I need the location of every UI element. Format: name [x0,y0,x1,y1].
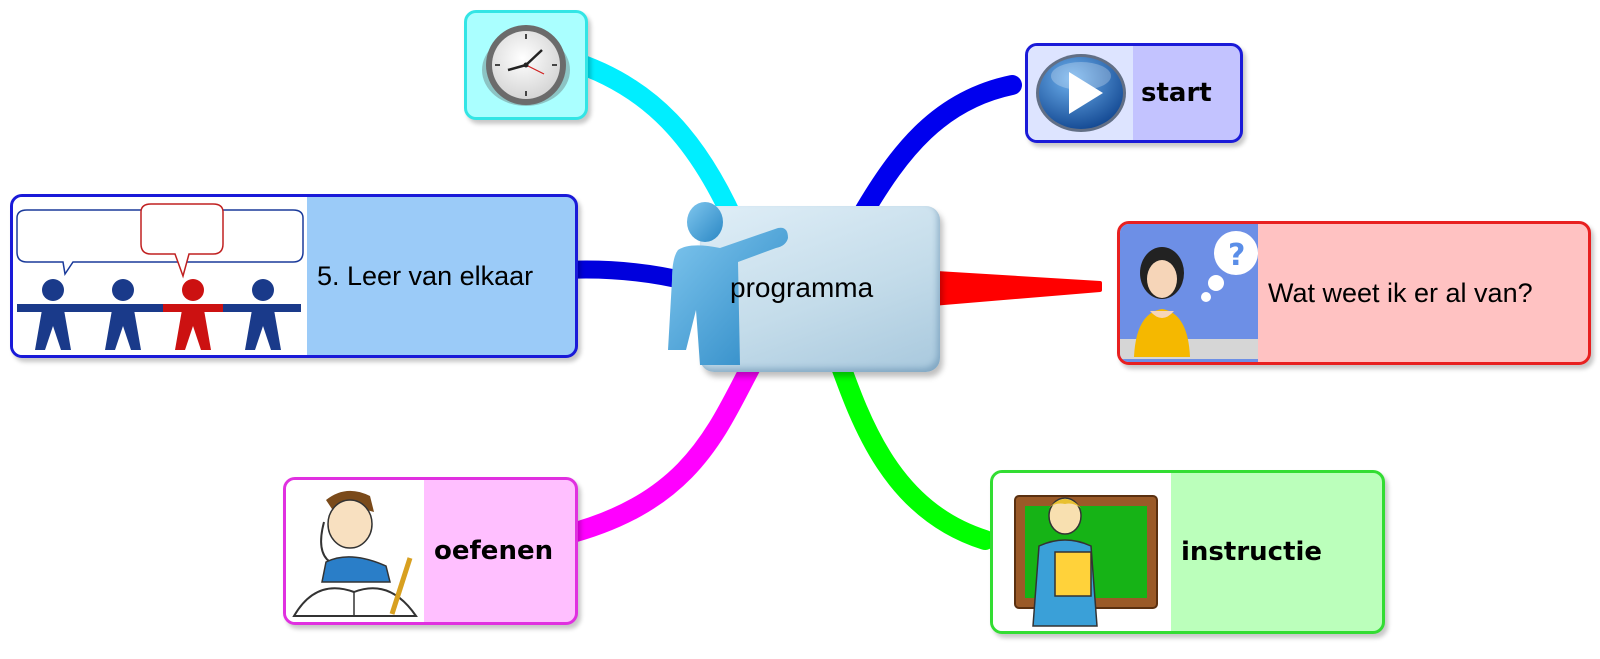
presenter-icon [668,202,788,365]
node-leer[interactable]: 5. Leer van elkaar [10,194,578,358]
branch-start [852,75,1022,225]
node-instructie-label: instructie [1181,537,1323,567]
node-start[interactable]: start [1025,43,1243,143]
branch-oefenen [555,340,770,545]
student-writing-icon [292,490,418,617]
node-leer-label: 5. Leer van elkaar [317,260,534,291]
node-clock[interactable] [464,10,588,120]
node-instructie[interactable]: instructie [990,470,1385,634]
central-topic-box[interactable] [700,206,940,372]
branch-clock [558,50,750,245]
branch-instructie [825,340,995,550]
clock-icon [482,25,570,106]
node-oefenen-label: oefenen [434,536,554,566]
branch-wat-weet [918,270,1102,307]
central-topic-label: programma [730,272,874,303]
node-start-label: start [1141,78,1212,108]
play-icon [1035,54,1126,132]
node-oefenen[interactable]: oefenen [283,477,578,625]
node-wat-weet[interactable]: ? Wat weet ik er al van? [1117,221,1591,365]
thinking-woman-icon: ? [1120,231,1258,359]
svg-text:?: ? [1228,238,1245,273]
group-talk-icon [16,203,304,350]
teacher-board-icon [1014,495,1158,627]
node-wat-weet-label: Wat weet ik er al van? [1268,277,1533,308]
